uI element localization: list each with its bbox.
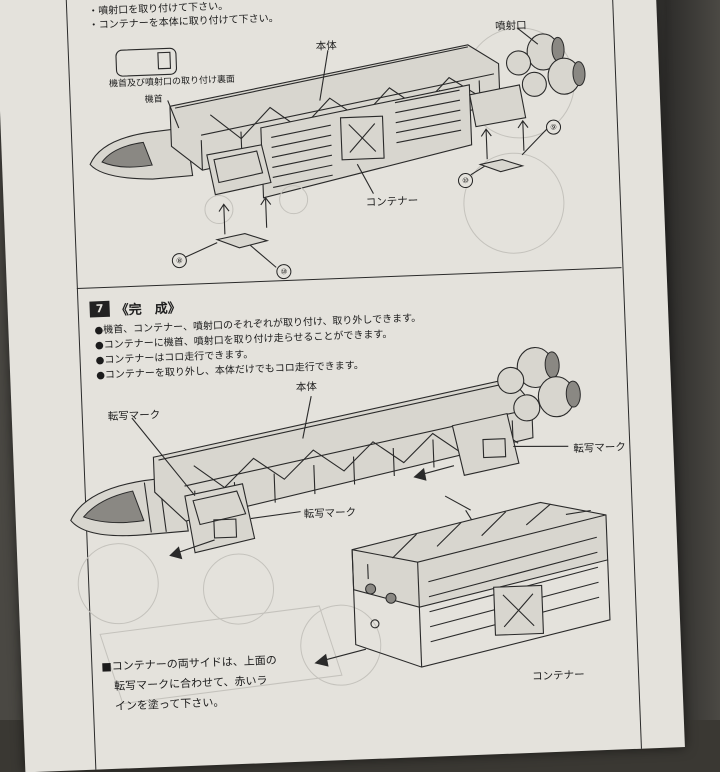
label-container-top: コンテナー [365,194,419,209]
assembly-diagram-top [89,27,586,268]
label-nose: 機首 [144,94,163,106]
completed-model-diagram [70,346,611,705]
label-body-mid: 本体 [295,380,318,394]
instruction-sheet: ・噴射口を取り付けて下さい。 ・コンテナーを本体に取り付けて下さい。 [0,0,685,772]
label-decal-3: 転写マーク [573,441,627,456]
label-container-bottom: コンテナー [531,668,585,683]
step-badge: 7 [89,300,110,318]
step-title: 《完 成》 [115,301,182,319]
label-body-top: 本体 [315,39,337,53]
label-decal-1: 転写マーク [107,408,161,423]
label-decal-2: 転写マーク [303,506,357,521]
label-nozzle: 噴射口 [494,19,527,33]
